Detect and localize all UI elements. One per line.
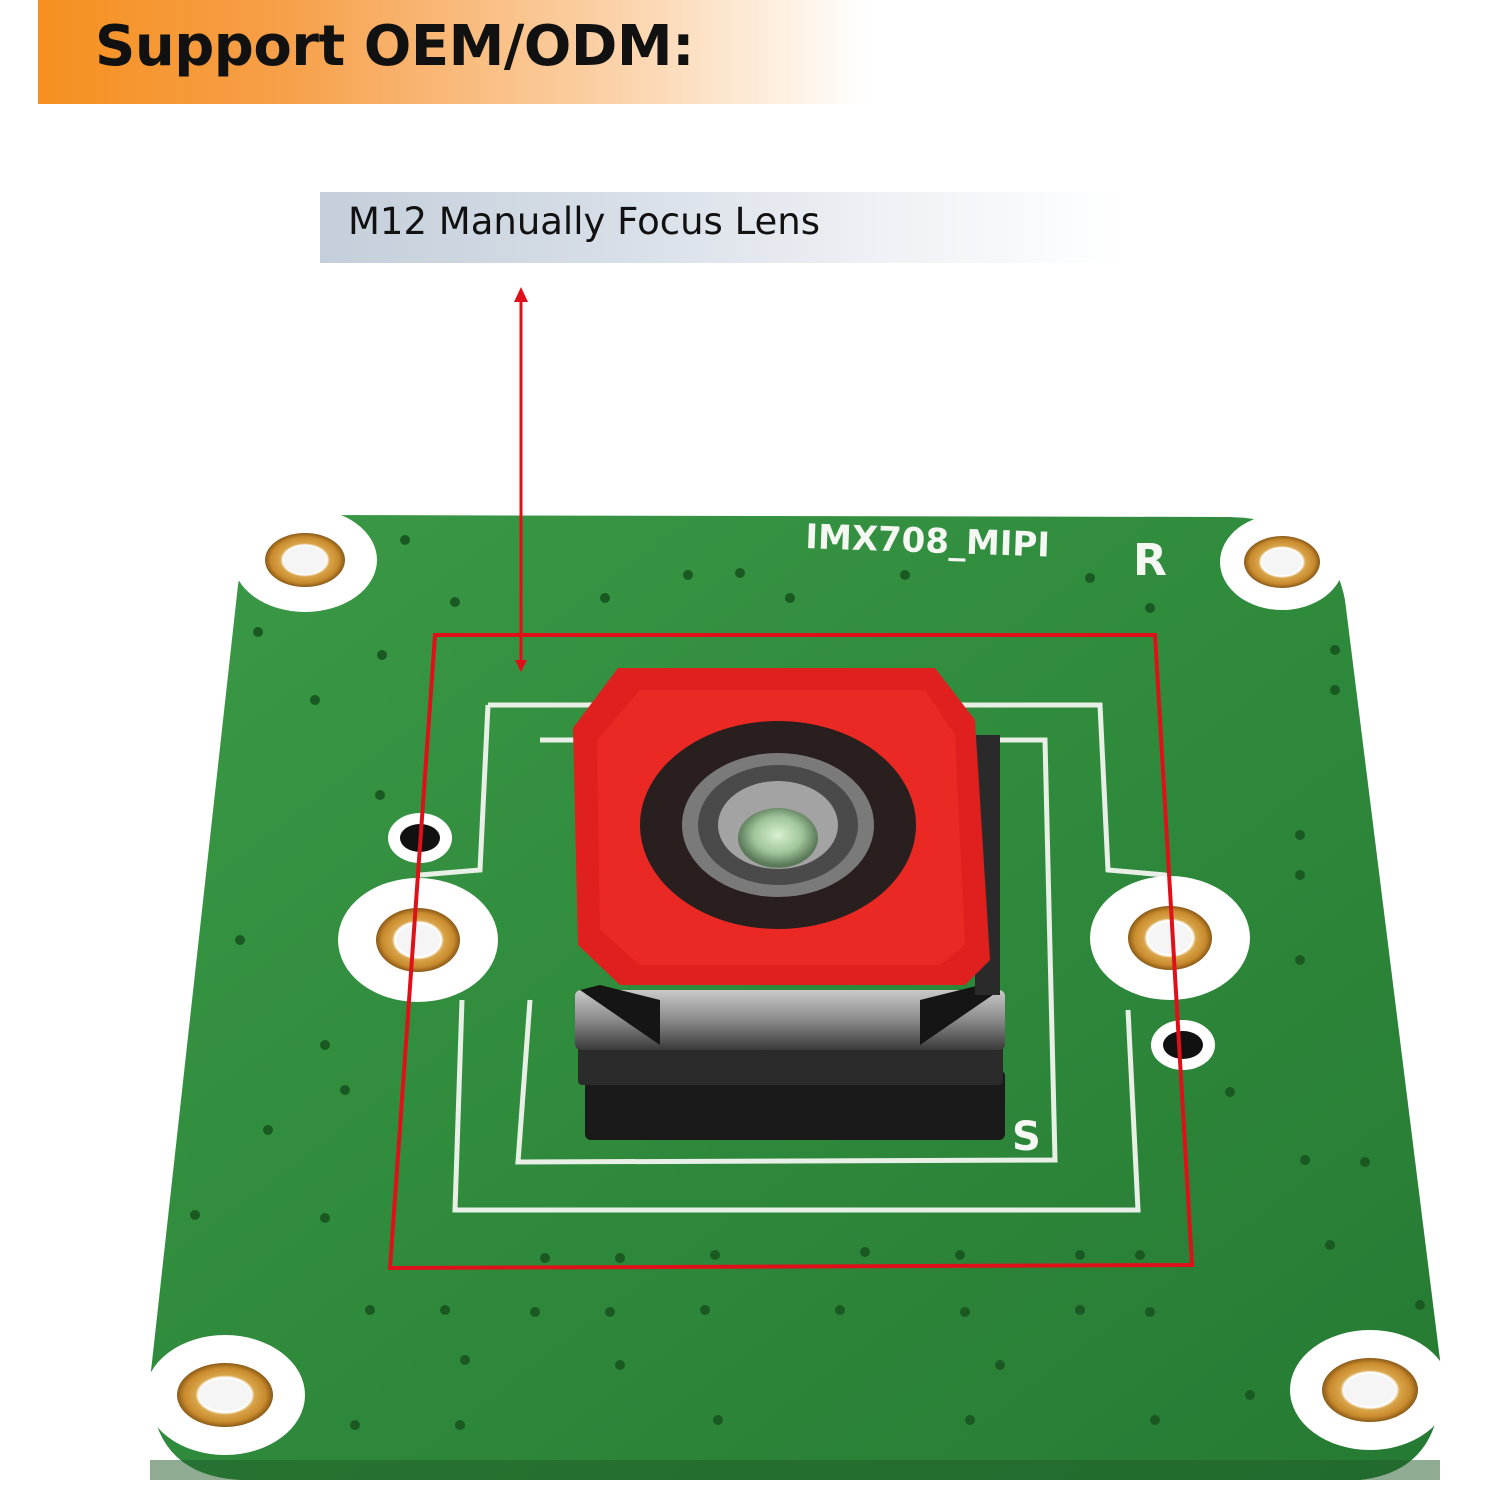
highlight-box (387, 633, 1195, 1271)
arrow-icon (514, 287, 528, 672)
silkscreen-r-text: R (1133, 535, 1167, 586)
camera-sensor-body (575, 735, 1005, 1140)
header-banner (38, 0, 868, 104)
pcb-vias (190, 535, 1425, 1430)
mounting-holes (145, 508, 1450, 1455)
callout-box (320, 192, 1120, 263)
silkscreen-model-text: IMX708_MIPI (805, 517, 1051, 566)
silkscreen-s-text: S (1012, 1114, 1041, 1160)
callout-label: M12 Manually Focus Lens (348, 200, 821, 243)
lens-assembly (640, 721, 916, 929)
header-title: Support OEM/ODM: (95, 14, 694, 79)
